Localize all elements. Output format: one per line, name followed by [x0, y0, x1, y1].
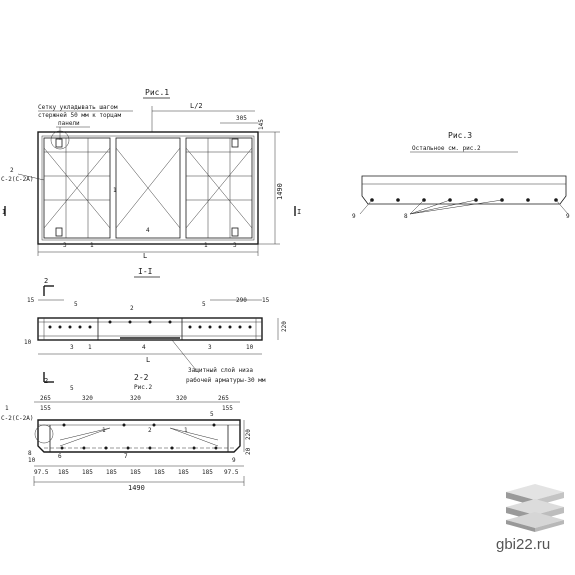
- s1-cover-note-1: Защитный слой низа: [188, 367, 253, 374]
- fig1-plan: Рис.1 Сетку укладывать шагом стержней 50…: [1, 88, 301, 278]
- s2-slab-outline: [37, 419, 241, 453]
- s2-top-dim-1: 265: [40, 395, 51, 402]
- site-watermark: gbi22.ru: [496, 536, 551, 553]
- fig1-dim-1490: 1490: [276, 183, 284, 200]
- fig3-mark-9-right: 9: [566, 213, 570, 220]
- fig1-mark-c2: С-2(С-2А): [1, 176, 34, 183]
- fig3-mark-9-left: 9: [352, 213, 356, 220]
- s2-mark-2: 2: [148, 427, 152, 434]
- gbi22-logo-icon: [506, 484, 564, 532]
- s1-mark-4: 4: [142, 344, 146, 351]
- s2-total: 1490: [128, 484, 145, 492]
- s2-bottom-dim-1: 97.5: [34, 469, 49, 476]
- s2-mark-1-right: 1: [184, 427, 188, 434]
- s1-slab-outline: [37, 317, 263, 341]
- s1-mark-3-left: 3: [70, 344, 74, 351]
- s2-mark-7: 7: [124, 453, 128, 460]
- fig1-dim-145: 145: [258, 119, 265, 130]
- s1-d10: 10: [24, 339, 32, 346]
- s2-mark-8: 8: [28, 450, 32, 457]
- s2-top-dim-4: 320: [176, 395, 187, 402]
- s2-mark-1: 1: [5, 405, 9, 412]
- s1-mark-1: 1: [88, 344, 92, 351]
- s1-d15-left: 15: [27, 297, 35, 304]
- s1-cover-note-2: рабочей арматуры-30 мм: [186, 377, 266, 384]
- fig3-title: Рис.3: [448, 131, 472, 140]
- s2-top-dim-5: 265: [218, 395, 229, 402]
- fig1-dim-305: 305: [236, 115, 247, 122]
- s2-d20: 20: [245, 447, 252, 455]
- fig1-cut-left: I: [2, 208, 6, 216]
- s2-bottom-dim-2: 185: [58, 469, 69, 476]
- fig1-title: Рис.1: [145, 88, 169, 97]
- fig1-cut-right: I: [297, 208, 301, 216]
- s2-mark-5-top: 5: [70, 385, 74, 392]
- s2-bottom-dim-5: 185: [130, 469, 141, 476]
- s2-mark-5-right: 5: [210, 411, 214, 418]
- s2-bottom-dim-4: 185: [106, 469, 117, 476]
- s2-bottom-dim-9: 97.5: [224, 469, 239, 476]
- s2-mark-c2: С-2(С-2А): [1, 415, 34, 422]
- section-1-1: 2 15 5 2 5 290 15 220 10 3 1 4 3 10: [24, 277, 288, 385]
- s1-d220: 220: [281, 321, 288, 332]
- fig1-note-line2: стержней 50 мм к торцам: [38, 112, 121, 119]
- s2-subtitle: Рис.2: [134, 384, 152, 391]
- fig1-mark-1-center: 1: [113, 187, 117, 194]
- s2-top-dim-3: 320: [130, 395, 141, 402]
- s1-mark-2: 2: [130, 305, 134, 312]
- fig1-mark-4: 4: [146, 227, 150, 234]
- s1-mark-3-right: 3: [208, 344, 212, 351]
- s2-d220: 220: [245, 429, 252, 440]
- s1-dim-L: L: [146, 356, 150, 364]
- fig1-mark-1-right: 1: [204, 242, 208, 249]
- s2-top-dim-2: 320: [82, 395, 93, 402]
- s2-d155-left: 155: [40, 405, 51, 412]
- s2-title: 2-2: [134, 373, 149, 382]
- fig3: Рис.3 Остальное см. рис.2 9 8 9: [352, 131, 570, 220]
- s2-bottom-dim-6: 185: [154, 469, 165, 476]
- s2-bottom-dim-7: 185: [178, 469, 189, 476]
- s1-cut-bottom: 2: [44, 377, 48, 385]
- fig1-dim-L: L: [143, 252, 147, 260]
- s2-mark-10: 10: [28, 457, 36, 464]
- s2-mark-9: 9: [232, 457, 236, 464]
- s1-mark-5-left: 5: [74, 301, 78, 308]
- s2-mark-6: 6: [58, 453, 62, 460]
- fig1-note-line3: панели: [58, 120, 80, 127]
- fig1-mark-1-left: 1: [90, 242, 94, 249]
- s2-bottom-dim-8: 185: [202, 469, 213, 476]
- s1-mark-5-right: 5: [202, 301, 206, 308]
- s2-bottom-dim-3: 185: [82, 469, 93, 476]
- fig1-mark-2: 2: [10, 167, 14, 174]
- s1-d290: 290: [236, 297, 247, 304]
- fig1-note-line1: Сетку укладывать шагом: [38, 104, 118, 111]
- fig3-mark-8: 8: [404, 213, 408, 220]
- fig1-panel-outline: [37, 131, 259, 245]
- s1-cut-top: 2: [44, 277, 48, 285]
- section-2-2: 2-2 Рис.2 265 320 320 320 265 5 155 155 …: [1, 373, 252, 492]
- fig3-slab-section: [361, 175, 567, 205]
- fig1-section-title: I-I: [138, 267, 153, 276]
- fig1-mark-3-right: 3: [233, 242, 237, 249]
- s2-mark-1-left: 1: [102, 427, 106, 434]
- fig1-half-span: L/2: [190, 102, 203, 110]
- s2-d155-right: 155: [222, 405, 233, 412]
- fig1-mark-3-left: 3: [63, 242, 67, 249]
- s1-d15-right: 15: [262, 297, 270, 304]
- s1-d10-right: 10: [246, 344, 254, 351]
- fig3-subtitle: Остальное см. рис.2: [412, 145, 481, 152]
